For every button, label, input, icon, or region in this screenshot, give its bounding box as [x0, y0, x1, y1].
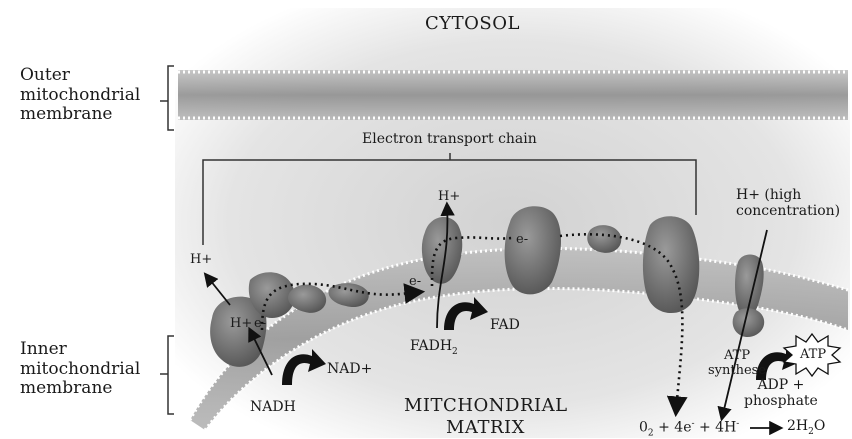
- fadh2-label: FADH2: [410, 339, 458, 357]
- fad-label: FAD: [490, 318, 520, 334]
- h-plus-label-1: H+: [190, 253, 212, 268]
- electron-label-2: e-: [409, 275, 421, 290]
- nadh-label: NADH: [250, 400, 296, 416]
- water-product-label: 2H2O: [787, 419, 825, 437]
- cytosol-label: CYTOSOL: [425, 14, 520, 34]
- atp-synthese-label: ATP synthese: [708, 349, 766, 378]
- electron-label-1: e-: [254, 317, 266, 332]
- outer-membrane-label: Outer mitochondrial membrane: [20, 66, 140, 125]
- nad-plus-label: NAD+: [327, 362, 372, 378]
- electron-label-3: e-: [516, 233, 528, 248]
- h-plus-label-3: H+: [438, 190, 460, 205]
- h-high-concentration-label: H+ (high concentration): [736, 188, 840, 219]
- reactants-equation: 02 + 4e- + 4H-: [639, 419, 739, 439]
- matrix-label-line1: MITCHONDRIAL: [404, 396, 568, 416]
- h-plus-label-2: H+: [230, 317, 252, 332]
- adp-phosphate-label: ADP + phosphate: [744, 378, 818, 409]
- matrix-label-line2: MATRIX: [446, 418, 525, 438]
- complex-iv: [643, 216, 699, 313]
- inner-membrane-label: Inner mitochondrial membrane: [20, 340, 140, 399]
- atp-label: ATP: [800, 348, 826, 363]
- outer-membrane: [178, 70, 848, 120]
- electron-transport-chain-label: Electron transport chain: [362, 132, 537, 148]
